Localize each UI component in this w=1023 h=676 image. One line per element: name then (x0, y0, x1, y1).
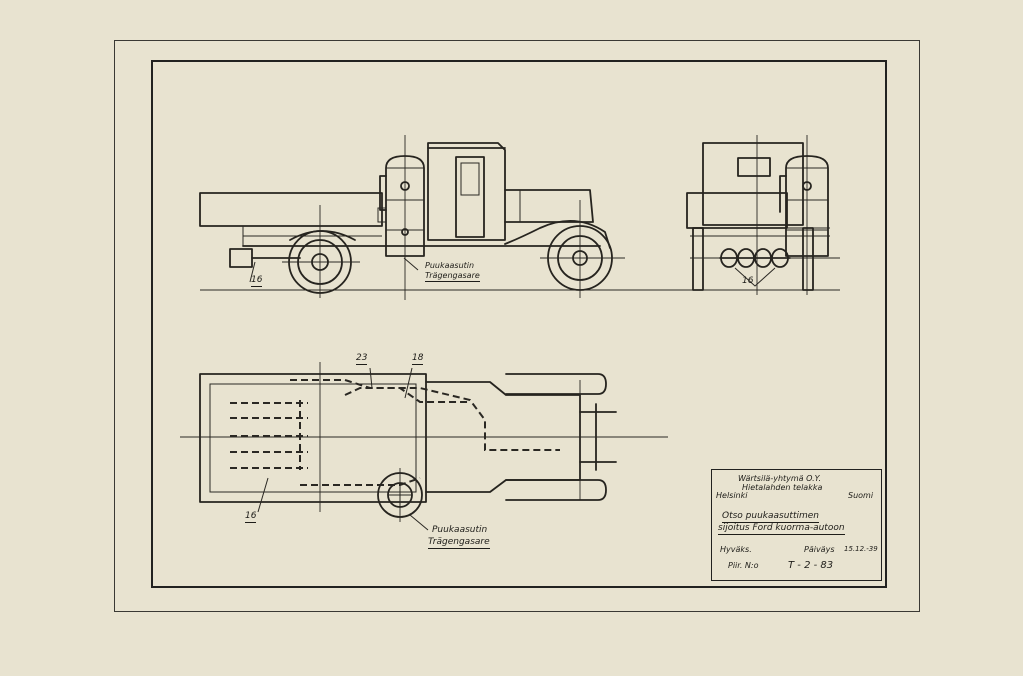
drawing-number-value: T - 2 - 83 (788, 560, 834, 571)
hidden-pipes (230, 402, 308, 469)
side-gasifier-label-sv: Trägengasare (425, 271, 480, 282)
rear-ref-number: 16 (742, 276, 754, 286)
works-name: Hietalahden telakka (742, 483, 823, 492)
company-name: Wärtsilä-yhtymä O.Y. (738, 474, 822, 483)
side-ref-number: 16 (251, 275, 263, 287)
cab (427, 142, 506, 241)
cab-window (460, 162, 480, 196)
cab-door (455, 156, 485, 238)
approved-label: Hyväks. (720, 545, 752, 554)
city-name: Helsinki (716, 491, 748, 500)
date-label: Päiväys (804, 545, 835, 554)
rear-view (660, 135, 840, 295)
country-name: Suomi (848, 491, 874, 500)
rear-cab (702, 142, 804, 226)
title-block: Wärtsilä-yhtymä O.Y. Hietalahden telakka… (711, 469, 882, 581)
gasifier-side (377, 155, 425, 257)
plan-cargo-bed (199, 373, 427, 503)
plan-ref-16: 16 (245, 511, 257, 523)
rear-window (737, 157, 771, 177)
rear-pipe (229, 248, 253, 268)
front-fender (504, 219, 611, 249)
plan-ref-23: 23 (356, 353, 368, 365)
drawing-title-line1: Otso puukaasuttimen (722, 511, 819, 523)
plan-view (180, 362, 668, 531)
drawing-number-label: Piir. N:o (728, 561, 759, 570)
side-gasifier-label-fi: Puukaasutin (425, 261, 475, 270)
plan-gasifier-label-sv: Trägengasare (428, 537, 490, 549)
cargo-bed (199, 192, 383, 227)
date-value: 15.12.-39 (844, 545, 878, 553)
drawing-title-line2: sijoitus Ford kuorma-autoon (718, 523, 845, 535)
drawing-border (151, 60, 887, 588)
side-view (199, 135, 660, 300)
plan-ref-18: 18 (412, 353, 424, 365)
plan-gasifier-label-fi: Puukaasutin (432, 525, 488, 535)
hood (504, 189, 594, 223)
outer-border (114, 40, 920, 612)
